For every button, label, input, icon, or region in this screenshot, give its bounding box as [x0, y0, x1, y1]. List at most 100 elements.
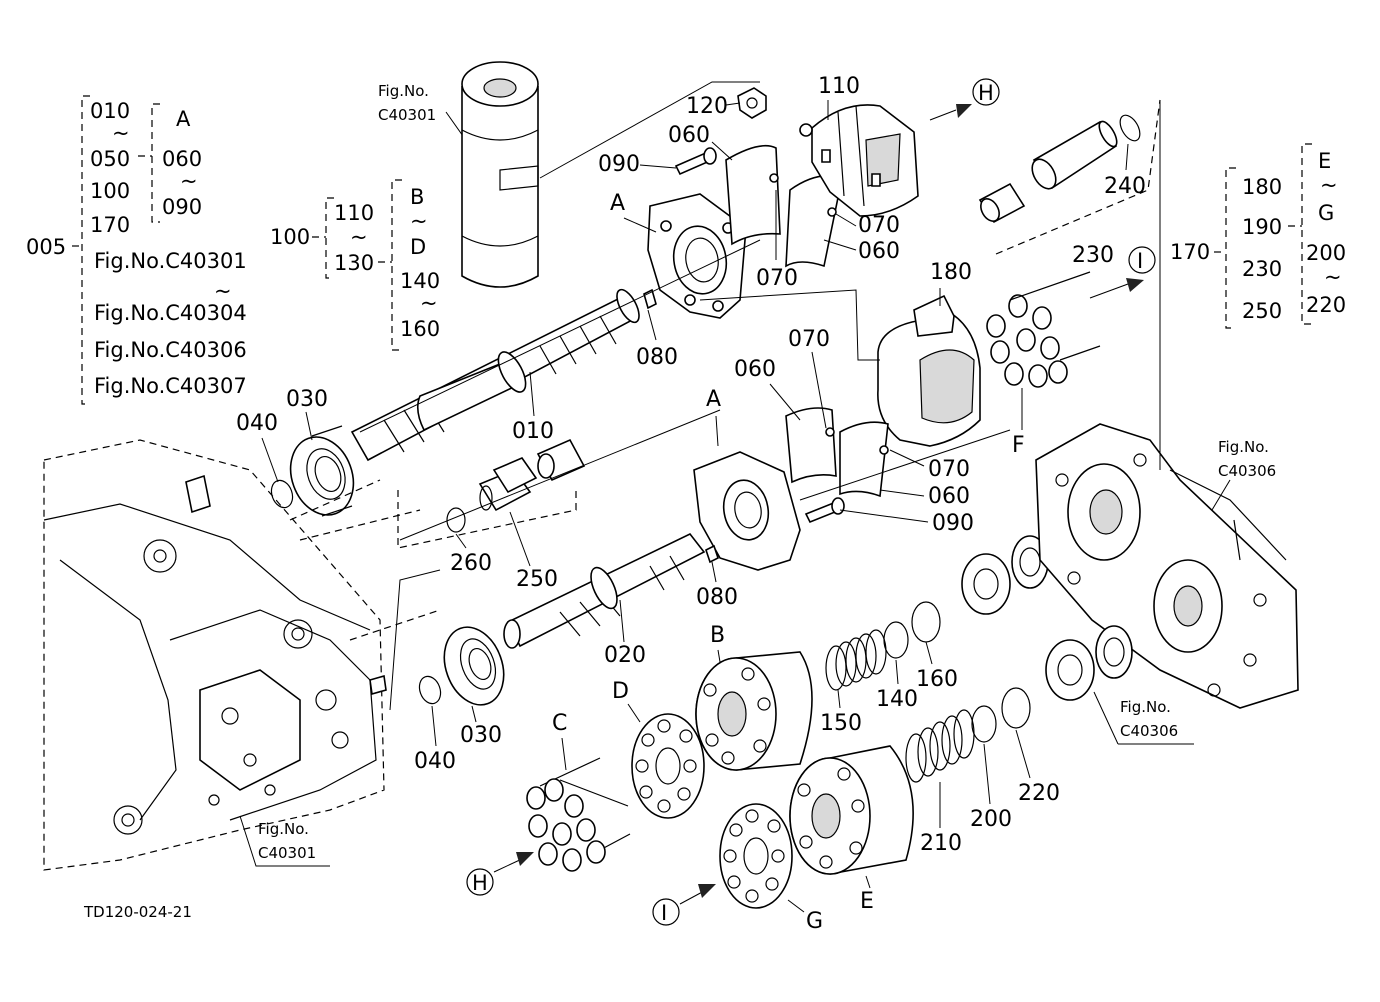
plug-230 [978, 182, 1026, 224]
circlip-220 [1001, 687, 1031, 729]
label-190-sub: 190 [1242, 215, 1282, 239]
group-100-bracket: 100 110 ~ 130 B ~ D 140 ~ 160 [270, 179, 440, 351]
bolt-090-bottom [804, 497, 845, 524]
group-170-bracket: 170 180 190 230 250 E ~ G 200 ~ 220 [1170, 143, 1346, 329]
tube-part-c40301 [461, 61, 760, 288]
axis-line-mid [399, 409, 1011, 541]
needle-bearing-lower [1095, 625, 1133, 679]
label-fig-c40301: Fig.No.C40301 [94, 249, 247, 273]
bolt-090-top [674, 147, 717, 176]
callout-090a: 090 [598, 152, 640, 177]
diagram-id: TD120-024-21 [83, 903, 192, 921]
spring-150 [825, 629, 887, 691]
fig-ref-lower-right: Fig.No. C40306 [1093, 691, 1194, 745]
callout-120: 120 [686, 94, 728, 119]
label-B-sub: B [410, 185, 424, 209]
shoe-060-bottom-a [785, 407, 837, 484]
dashed-box-230 [995, 99, 1161, 255]
circlip-040-bottom [418, 675, 442, 705]
tilde-4: ~ [350, 225, 368, 249]
label-I-circle: I [661, 901, 667, 925]
callout-240: 240 [1104, 174, 1146, 199]
fig-ref-bl-line1: Fig.No. [258, 820, 309, 838]
label-H-arrow: H [978, 81, 994, 105]
retainer-plate-D [631, 713, 705, 819]
label-200-sub: 200 [1306, 241, 1346, 265]
callout-220: 220 [1018, 781, 1060, 806]
spring-210 [905, 709, 975, 783]
label-D-sub: D [410, 235, 426, 259]
tilde-1: ~ [112, 121, 130, 145]
label-180-sub: 180 [1242, 175, 1282, 199]
fig-ref-lr-line2: C40306 [1120, 722, 1178, 740]
callout-060b: 060 [858, 239, 900, 264]
shoe-060-bottom-b [839, 421, 889, 498]
washer-140 [883, 621, 909, 659]
callout-090b: 090 [932, 511, 974, 536]
fig-ref-r-line1: Fig.No. [1218, 438, 1269, 456]
callout-080a: 080 [636, 345, 678, 370]
bearing-030-top [289, 425, 355, 517]
fig-ref-top: Fig.No. C40301 [378, 82, 471, 147]
callout-040b: 040 [414, 749, 456, 774]
callout-D: D [612, 679, 629, 704]
callout-080b: 080 [696, 585, 738, 610]
callout-160: 160 [916, 667, 958, 692]
label-110-sub: 110 [334, 201, 374, 225]
fig-ref-top-line1: Fig.No. [378, 82, 429, 100]
shaft-020 [503, 532, 706, 649]
callout-F: F [1012, 433, 1025, 458]
shoe-060-top-a [725, 144, 781, 246]
callouts: 110 120 060 090 A 070 070 060 240 230 18… [236, 74, 1146, 934]
callout-G: G [806, 909, 823, 934]
arrow-H-bottom: H [466, 852, 534, 896]
servo-piston-110 [799, 104, 919, 217]
callout-210: 210 [920, 831, 962, 856]
callout-230: 230 [1072, 243, 1114, 268]
label-170-main: 170 [1170, 240, 1210, 264]
callout-E: E [860, 889, 874, 914]
label-010: 010 [90, 99, 130, 123]
callout-030a: 030 [286, 387, 328, 412]
label-250-sub: 250 [1242, 299, 1282, 323]
shaft-010 [350, 288, 640, 462]
label-A-sub: A [176, 107, 191, 131]
dashed-box-250 [397, 490, 577, 549]
piston-group-C [526, 757, 631, 872]
piston-group-F: I [986, 246, 1156, 388]
retainer-plate-G [719, 803, 793, 909]
label-160-sub: 160 [400, 317, 440, 341]
label-fig-c40307: Fig.No.C40307 [94, 374, 247, 398]
bearing-030-bottom [443, 626, 505, 706]
callout-C: C [552, 711, 567, 736]
callout-200: 200 [970, 807, 1012, 832]
callout-030b: 030 [460, 723, 502, 748]
fig-ref-lr-line1: Fig.No. [1120, 698, 1171, 716]
label-H-circle: H [472, 871, 488, 895]
pin-080-bottom [705, 544, 719, 564]
shoe-060-top-b [785, 174, 843, 268]
tilde-5: ~ [410, 209, 428, 233]
label-100-main: 100 [270, 225, 310, 249]
rear-housing [1035, 423, 1299, 709]
label-100: 100 [90, 179, 130, 203]
tilde-2: ~ [214, 279, 232, 303]
circlip-160 [911, 601, 941, 643]
sleeve-250 [536, 438, 586, 482]
callout-150: 150 [820, 711, 862, 736]
callout-180: 180 [930, 260, 972, 285]
callout-070c: 070 [788, 327, 830, 352]
oring-240 [1119, 114, 1141, 142]
callout-070b: 070 [756, 266, 798, 291]
plate-A-top [647, 193, 747, 319]
callout-260: 260 [450, 551, 492, 576]
callout-B: B [710, 623, 725, 648]
callout-140: 140 [876, 687, 918, 712]
label-090-sub: 090 [162, 195, 202, 219]
tilde-3: ~ [180, 169, 198, 193]
callout-Aa: A [610, 191, 625, 216]
label-220-sub: 220 [1306, 293, 1346, 317]
sleeve-230 [1031, 120, 1118, 190]
label-fig-c40306: Fig.No.C40306 [94, 338, 247, 362]
